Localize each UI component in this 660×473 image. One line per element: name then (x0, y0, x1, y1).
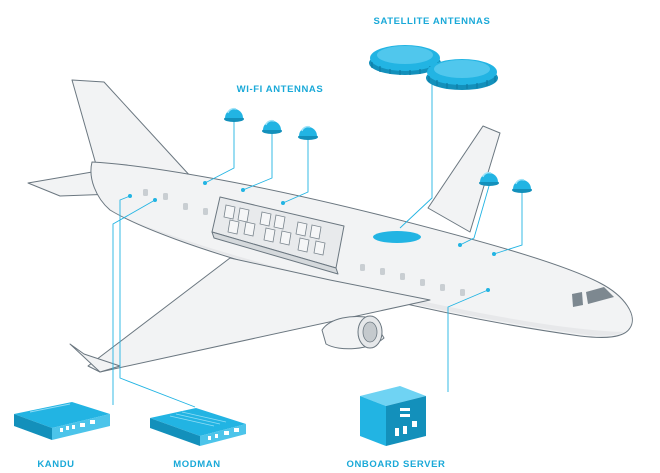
dome-antenna-icon (262, 119, 282, 134)
dome-antenna-icon (479, 171, 499, 186)
dome-antenna-icon (224, 107, 244, 122)
satellite-antennas-label: SATELLITE ANTENNAS (374, 16, 491, 27)
main-wing (87, 257, 431, 373)
dish-antenna-icon (369, 45, 441, 75)
connection-points (128, 181, 496, 292)
cockpit-window (586, 287, 614, 304)
cabin-seats (223, 204, 326, 256)
satellite-antenna-radome (373, 231, 421, 243)
kandu-label: KANDU (37, 459, 74, 470)
modem-device-icon (150, 408, 246, 446)
router-device-icon (14, 402, 110, 440)
dome-antenna-icon (298, 125, 318, 140)
tail-fin (71, 79, 193, 179)
cabin-cutaway (211, 196, 345, 275)
cabin-windows (143, 189, 465, 296)
upper-wing (427, 125, 501, 233)
server-box-icon (360, 386, 426, 446)
airplane (27, 79, 633, 373)
dish-antenna-icon (426, 59, 498, 90)
wifi-antennas (224, 107, 532, 193)
connector-lines (112, 84, 523, 408)
wifi-antennas-label: WI-FI ANTENNAS (237, 84, 324, 95)
cockpit-window (572, 292, 583, 307)
satellite-antennas (369, 45, 498, 90)
onboard-server-label: ONBOARD SERVER (346, 459, 445, 470)
dome-antenna-icon (512, 178, 532, 193)
modman-label: MODMAN (173, 459, 220, 470)
engine (321, 315, 385, 350)
